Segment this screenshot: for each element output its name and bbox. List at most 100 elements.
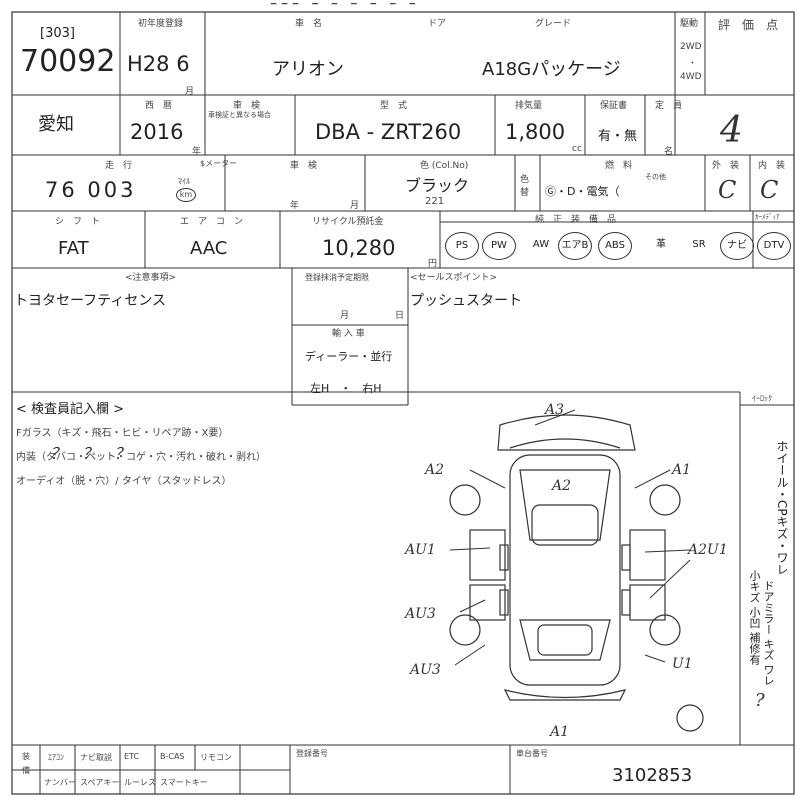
year-label: 西 暦 xyxy=(145,101,173,111)
door-label: ドア xyxy=(428,19,447,29)
footer-chassis-label: 車台番号 xyxy=(516,749,548,758)
date-month: 月 xyxy=(340,311,350,321)
aircon-value: AAC xyxy=(190,238,228,259)
model-value: DBA - ZRT260 xyxy=(315,120,462,144)
year-unit: 年 xyxy=(192,147,202,157)
notes-label: <注意事項> xyxy=(125,273,177,283)
mileage-note: $メーター xyxy=(200,159,238,168)
inspector-line1: Fガラス（キズ・飛石・ヒビ・リペア跡・X要） xyxy=(16,428,229,439)
equipment-item-2: AW xyxy=(532,239,550,250)
equipment-item-4: ABS xyxy=(598,232,632,260)
equipment-item-1: PW xyxy=(482,232,516,260)
mark-a2-center: A2 xyxy=(552,478,572,494)
inspector-line2: 内装（タバコ・ペット・コゲ・穴・汚れ・破れ・剥れ） xyxy=(16,452,266,463)
car-name-label: 車 名 xyxy=(295,19,323,29)
mark-a1-right: A1 xyxy=(672,462,692,478)
shift-label: シ フ ト xyxy=(55,217,101,227)
footer-cell-smartkey: スマートキー xyxy=(160,778,208,787)
inspection-year-unit: 年 xyxy=(290,201,300,211)
mark-au1: AU1 xyxy=(405,542,436,558)
displacement-value: 1,800 xyxy=(505,120,566,144)
mark-au3-lower: AU3 xyxy=(410,662,441,678)
footer-reg-label: 登録番号 xyxy=(296,749,328,758)
import-label: 輸 入 車 xyxy=(332,329,365,339)
aircon-label: エ ア コ ン xyxy=(180,217,244,227)
score-value: 4 xyxy=(720,110,743,151)
mark-au3-upper: AU3 xyxy=(405,606,436,622)
drive-2wd: 2WD xyxy=(680,42,702,52)
footer-cell-etc: ETC xyxy=(124,752,140,761)
color-label: 色 (Col.No) xyxy=(420,161,469,171)
mark-a3: A3 xyxy=(545,402,565,418)
side-marks: ? xyxy=(755,690,765,711)
color-change-label: 色替 xyxy=(520,175,530,198)
side-header: ｲｰﾛｯｸ xyxy=(752,394,772,403)
side-col3: 小キズ 小凹 補修有 xyxy=(748,570,761,665)
recycle-unit: 円 xyxy=(428,259,438,269)
footer-cell-sparekey: スペアキー xyxy=(80,778,120,787)
color-code: 221 xyxy=(425,196,445,207)
footer-cell-number: ナンバー xyxy=(44,778,76,787)
registration-month-unit: 月 xyxy=(185,87,195,97)
inspection-row-label: 車 検 xyxy=(290,161,318,171)
shift-value: FAT xyxy=(58,238,89,259)
displacement-unit: cc xyxy=(572,144,582,154)
warranty-value: 有・無 xyxy=(598,129,638,144)
score-label: 評 価 点 xyxy=(718,18,779,32)
date-day: 日 xyxy=(395,311,405,321)
inspector-line3: オーディオ（脱・穴）/ タイヤ（スタッドレス） xyxy=(16,476,232,487)
mileage-label: 走 行 xyxy=(105,161,133,171)
interior-value: C xyxy=(760,176,779,204)
inspection-label: 車 検 xyxy=(233,101,261,111)
car-diagram xyxy=(449,409,704,732)
mileage-unit-mile: ﾏｲﾙ xyxy=(178,177,190,186)
inspection-month-unit: 月 xyxy=(350,201,360,211)
drive-label: 駆動 xyxy=(680,19,699,29)
equipment-item-6: SR xyxy=(692,239,706,250)
mileage-value: 76 003 xyxy=(45,178,137,202)
interior-label: 内 装 xyxy=(758,161,786,171)
capacity-unit: 名 xyxy=(664,147,674,157)
footer-equipment-label: 装備 xyxy=(22,752,30,775)
drive-dot: ・ xyxy=(688,59,698,69)
equipment-item-3: エアB xyxy=(558,232,592,260)
mark-a2u1: A2U1 xyxy=(688,542,728,558)
recycle-value: 10,280 xyxy=(322,236,396,260)
equipment-tv-label: ｶｰﾒﾃﾞｨｱ xyxy=(755,213,780,221)
exterior-value: C xyxy=(718,176,737,204)
footer-cell-navi: ナビ取説 xyxy=(80,753,112,762)
import-value: ディーラー・並行 xyxy=(305,350,393,363)
car-grade: A18Gパッケージ xyxy=(482,59,621,80)
inspection-note: 車検証と異なる場合 xyxy=(208,111,271,119)
registration-value: H28 6 xyxy=(127,52,190,76)
lot-number: 70092 xyxy=(20,44,116,79)
mark-u1: U1 xyxy=(672,656,693,672)
recycle-label: リサイクル預託金 xyxy=(312,217,384,227)
equipment-label: 純 正 装 備 品 xyxy=(535,215,617,225)
footer-cell-aircon: ｴｱｺﾝ xyxy=(48,753,64,762)
mileage-unit-km: km xyxy=(176,188,196,202)
drive-4wd: 4WD xyxy=(680,72,702,82)
side-col1: ホイール・CPキズ・ワレ xyxy=(775,440,789,576)
notes-value: トヨタセーフティセンス xyxy=(14,293,167,309)
fuel-other: その他 xyxy=(645,173,666,181)
location: 愛知 xyxy=(38,114,74,135)
import-side: 左H ・ 右H xyxy=(310,382,382,395)
equipment-item-7: ナビ xyxy=(720,232,754,260)
selling-label: <セールスポイント> xyxy=(410,273,498,283)
fuel-value: Ⓖ・D・電気（ xyxy=(545,185,620,198)
car-name: アリオン xyxy=(272,59,344,80)
grade-label: グレード xyxy=(535,19,572,29)
equipment-item-5: 革 xyxy=(656,239,666,250)
year-value: 2016 xyxy=(130,120,184,144)
exterior-label: 外 装 xyxy=(712,161,740,171)
warranty-label: 保証書 xyxy=(600,101,628,111)
footer-cell-roof: ルーレス xyxy=(124,778,156,787)
lot-sub-number: [303] xyxy=(40,26,75,41)
selling-value: プッシュスタート xyxy=(410,293,522,309)
footer-cell-remote: リモコン xyxy=(200,753,232,762)
equipment-item-0: PS xyxy=(445,232,479,260)
footer-chassis-number: 3102853 xyxy=(612,765,693,786)
color-value: ブラック xyxy=(405,176,470,195)
